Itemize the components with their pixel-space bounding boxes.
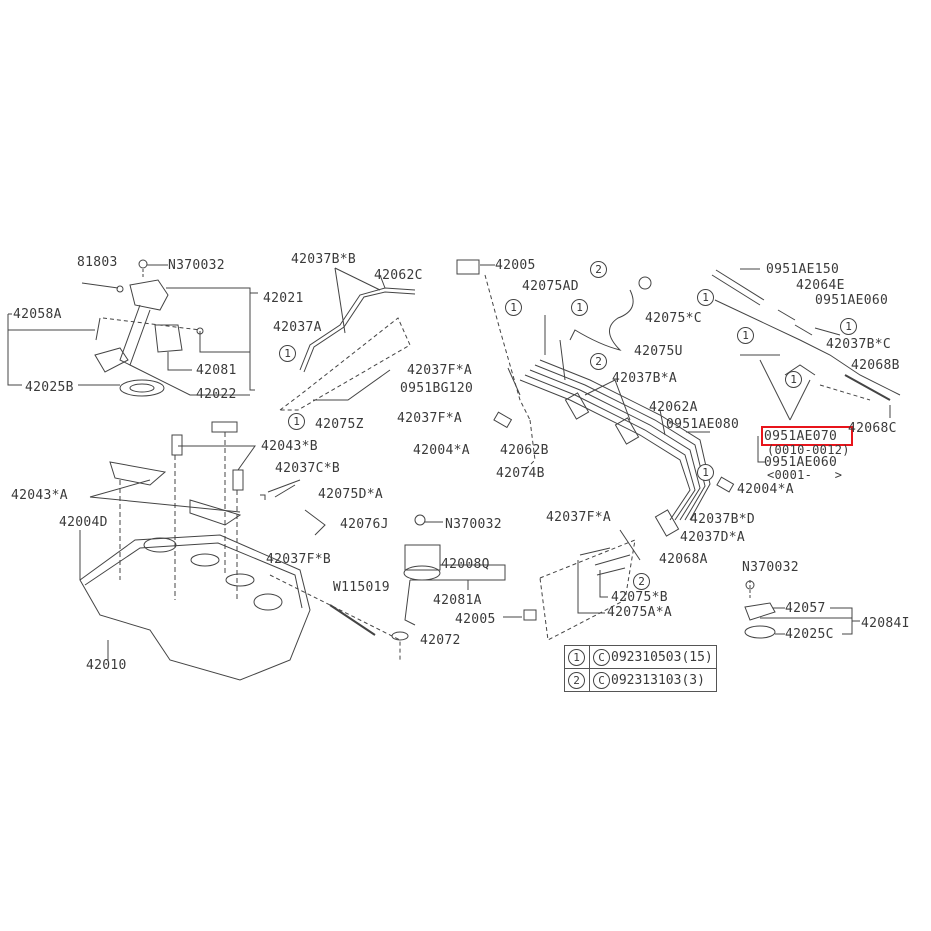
part-label-42064e[interactable]: 42064E bbox=[796, 278, 845, 293]
legend-code[interactable]: 092310503(15) bbox=[611, 649, 713, 665]
part-label-0951ae080[interactable]: 0951AE080 bbox=[666, 417, 740, 432]
fuel-sender-unit bbox=[391, 514, 537, 641]
legend-number-cell: 2 bbox=[564, 668, 590, 692]
part-label-42022[interactable]: 42022 bbox=[196, 387, 237, 402]
part-label-42037b-a[interactable]: 42037B*A bbox=[612, 371, 678, 386]
legend-number: 2 bbox=[568, 671, 585, 689]
part-label-42075a-a[interactable]: 42075A*A bbox=[607, 605, 673, 620]
callout-marker-2: 2 bbox=[590, 261, 607, 278]
part-label-42068c[interactable]: 42068C bbox=[848, 421, 897, 436]
vent-hoses bbox=[711, 268, 901, 463]
part-label-42043-a[interactable]: 42043*A bbox=[11, 488, 68, 503]
callout-marker-1: 1 bbox=[840, 318, 857, 335]
part-label-42010[interactable]: 42010 bbox=[86, 658, 127, 673]
part-label-42004-a[interactable]: 42004*A bbox=[413, 443, 470, 458]
part-label-42084i[interactable]: 42084I bbox=[861, 616, 910, 631]
callout-marker-1: 1 bbox=[697, 464, 714, 481]
part-label-42004d[interactable]: 42004D bbox=[59, 515, 108, 530]
part-label-date-range-0010-0012: (0010-0012) bbox=[767, 443, 850, 457]
callout-marker-1: 1 bbox=[279, 345, 296, 362]
part-label-42062a[interactable]: 42062A bbox=[649, 400, 698, 415]
callout-marker-2: 2 bbox=[590, 353, 607, 370]
part-label-date-range-0001: <0001- > bbox=[767, 468, 843, 482]
part-label-42058a[interactable]: 42058A bbox=[13, 307, 62, 322]
legend-code[interactable]: 092313103(3) bbox=[611, 672, 705, 688]
part-label-42037b-d[interactable]: 42037B*D bbox=[690, 512, 756, 527]
callout-marker-1: 1 bbox=[697, 289, 714, 306]
part-label-42037f-a[interactable]: 42037F*A bbox=[407, 363, 473, 378]
part-label-42068a[interactable]: 42068A bbox=[659, 552, 708, 567]
sub-sender-unit bbox=[744, 580, 860, 639]
part-label-42074b[interactable]: 42074B bbox=[496, 466, 545, 481]
filler-pipe-group bbox=[278, 267, 416, 411]
highlighted-part-box bbox=[761, 426, 853, 446]
part-label-42075z[interactable]: 42075Z bbox=[315, 417, 364, 432]
part-label-n370032-3[interactable]: N370032 bbox=[742, 560, 799, 575]
part-label-42021[interactable]: 42021 bbox=[263, 291, 304, 306]
part-label-0951bg120[interactable]: 0951BG120 bbox=[400, 381, 474, 396]
legend-prefix: C bbox=[593, 671, 610, 689]
part-label-42005[interactable]: 42005 bbox=[495, 258, 536, 273]
callout-marker-1: 1 bbox=[505, 299, 522, 316]
part-label-42037f-a-3[interactable]: 42037F*A bbox=[546, 510, 612, 525]
part-label-42062c[interactable]: 42062C bbox=[374, 268, 423, 283]
callout-marker-1: 1 bbox=[737, 327, 754, 344]
part-label-42037a[interactable]: 42037A bbox=[273, 320, 322, 335]
part-label-42075d-a[interactable]: 42075D*A bbox=[318, 487, 384, 502]
callout-marker-1: 1 bbox=[288, 413, 305, 430]
part-label-w115019[interactable]: W115019 bbox=[333, 580, 390, 595]
part-label-0951ae060[interactable]: 0951AE060 bbox=[815, 293, 889, 308]
callout-marker-1: 1 bbox=[571, 299, 588, 316]
callout-marker-2: 2 bbox=[633, 573, 650, 590]
part-label-42081[interactable]: 42081 bbox=[196, 363, 237, 378]
fuel-pump-assembly bbox=[7, 259, 258, 397]
part-label-42037c-b[interactable]: 42037C*B bbox=[275, 461, 341, 476]
part-label-42004-a-2[interactable]: 42004*A bbox=[737, 482, 794, 497]
part-label-0951ae150[interactable]: 0951AE150 bbox=[766, 262, 840, 277]
part-label-42043-b[interactable]: 42043*B bbox=[261, 439, 318, 454]
fuel-line-bundle bbox=[456, 259, 735, 641]
part-label-42008q[interactable]: 42008Q bbox=[441, 557, 490, 572]
part-label-42075u[interactable]: 42075U bbox=[634, 344, 683, 359]
part-label-42081a[interactable]: 42081A bbox=[433, 593, 482, 608]
part-label-n370032-2[interactable]: N370032 bbox=[445, 517, 502, 532]
part-label-81803[interactable]: 81803 bbox=[77, 255, 118, 270]
part-label-42037d-a[interactable]: 42037D*A bbox=[680, 530, 746, 545]
part-label-42005-2[interactable]: 42005 bbox=[455, 612, 496, 627]
part-label-42057[interactable]: 42057 bbox=[785, 601, 826, 616]
part-label-42037f-a-2[interactable]: 42037F*A bbox=[397, 411, 463, 426]
fuel-tank bbox=[79, 421, 401, 681]
legend-number: 1 bbox=[568, 648, 585, 666]
part-label-n370032[interactable]: N370032 bbox=[168, 258, 225, 273]
callout-marker-1: 1 bbox=[785, 371, 802, 388]
legend-number-cell: 1 bbox=[564, 645, 590, 669]
part-label-42037f-b[interactable]: 42037F*B bbox=[266, 552, 332, 567]
part-label-42075ad[interactable]: 42075AD bbox=[522, 279, 579, 294]
part-label-0951ae070-highlighted[interactable]: 0951AE070 bbox=[764, 429, 838, 444]
part-label-42037b-c[interactable]: 42037B*C bbox=[826, 337, 892, 352]
part-label-42068b[interactable]: 42068B bbox=[851, 358, 900, 373]
part-label-42072[interactable]: 42072 bbox=[420, 633, 461, 648]
part-label-0951ae060-2[interactable]: 0951AE060 bbox=[764, 455, 838, 470]
part-label-42062b[interactable]: 42062B bbox=[500, 443, 549, 458]
part-label-42075-b[interactable]: 42075*B bbox=[611, 590, 668, 605]
part-label-42025c[interactable]: 42025C bbox=[785, 627, 834, 642]
part-label-42025b[interactable]: 42025B bbox=[25, 380, 74, 395]
part-label-42037b-b[interactable]: 42037B*B bbox=[291, 252, 357, 267]
part-label-42076j[interactable]: 42076J bbox=[340, 517, 389, 532]
legend-prefix: C bbox=[593, 648, 610, 666]
part-label-42075-c[interactable]: 42075*C bbox=[645, 311, 702, 326]
